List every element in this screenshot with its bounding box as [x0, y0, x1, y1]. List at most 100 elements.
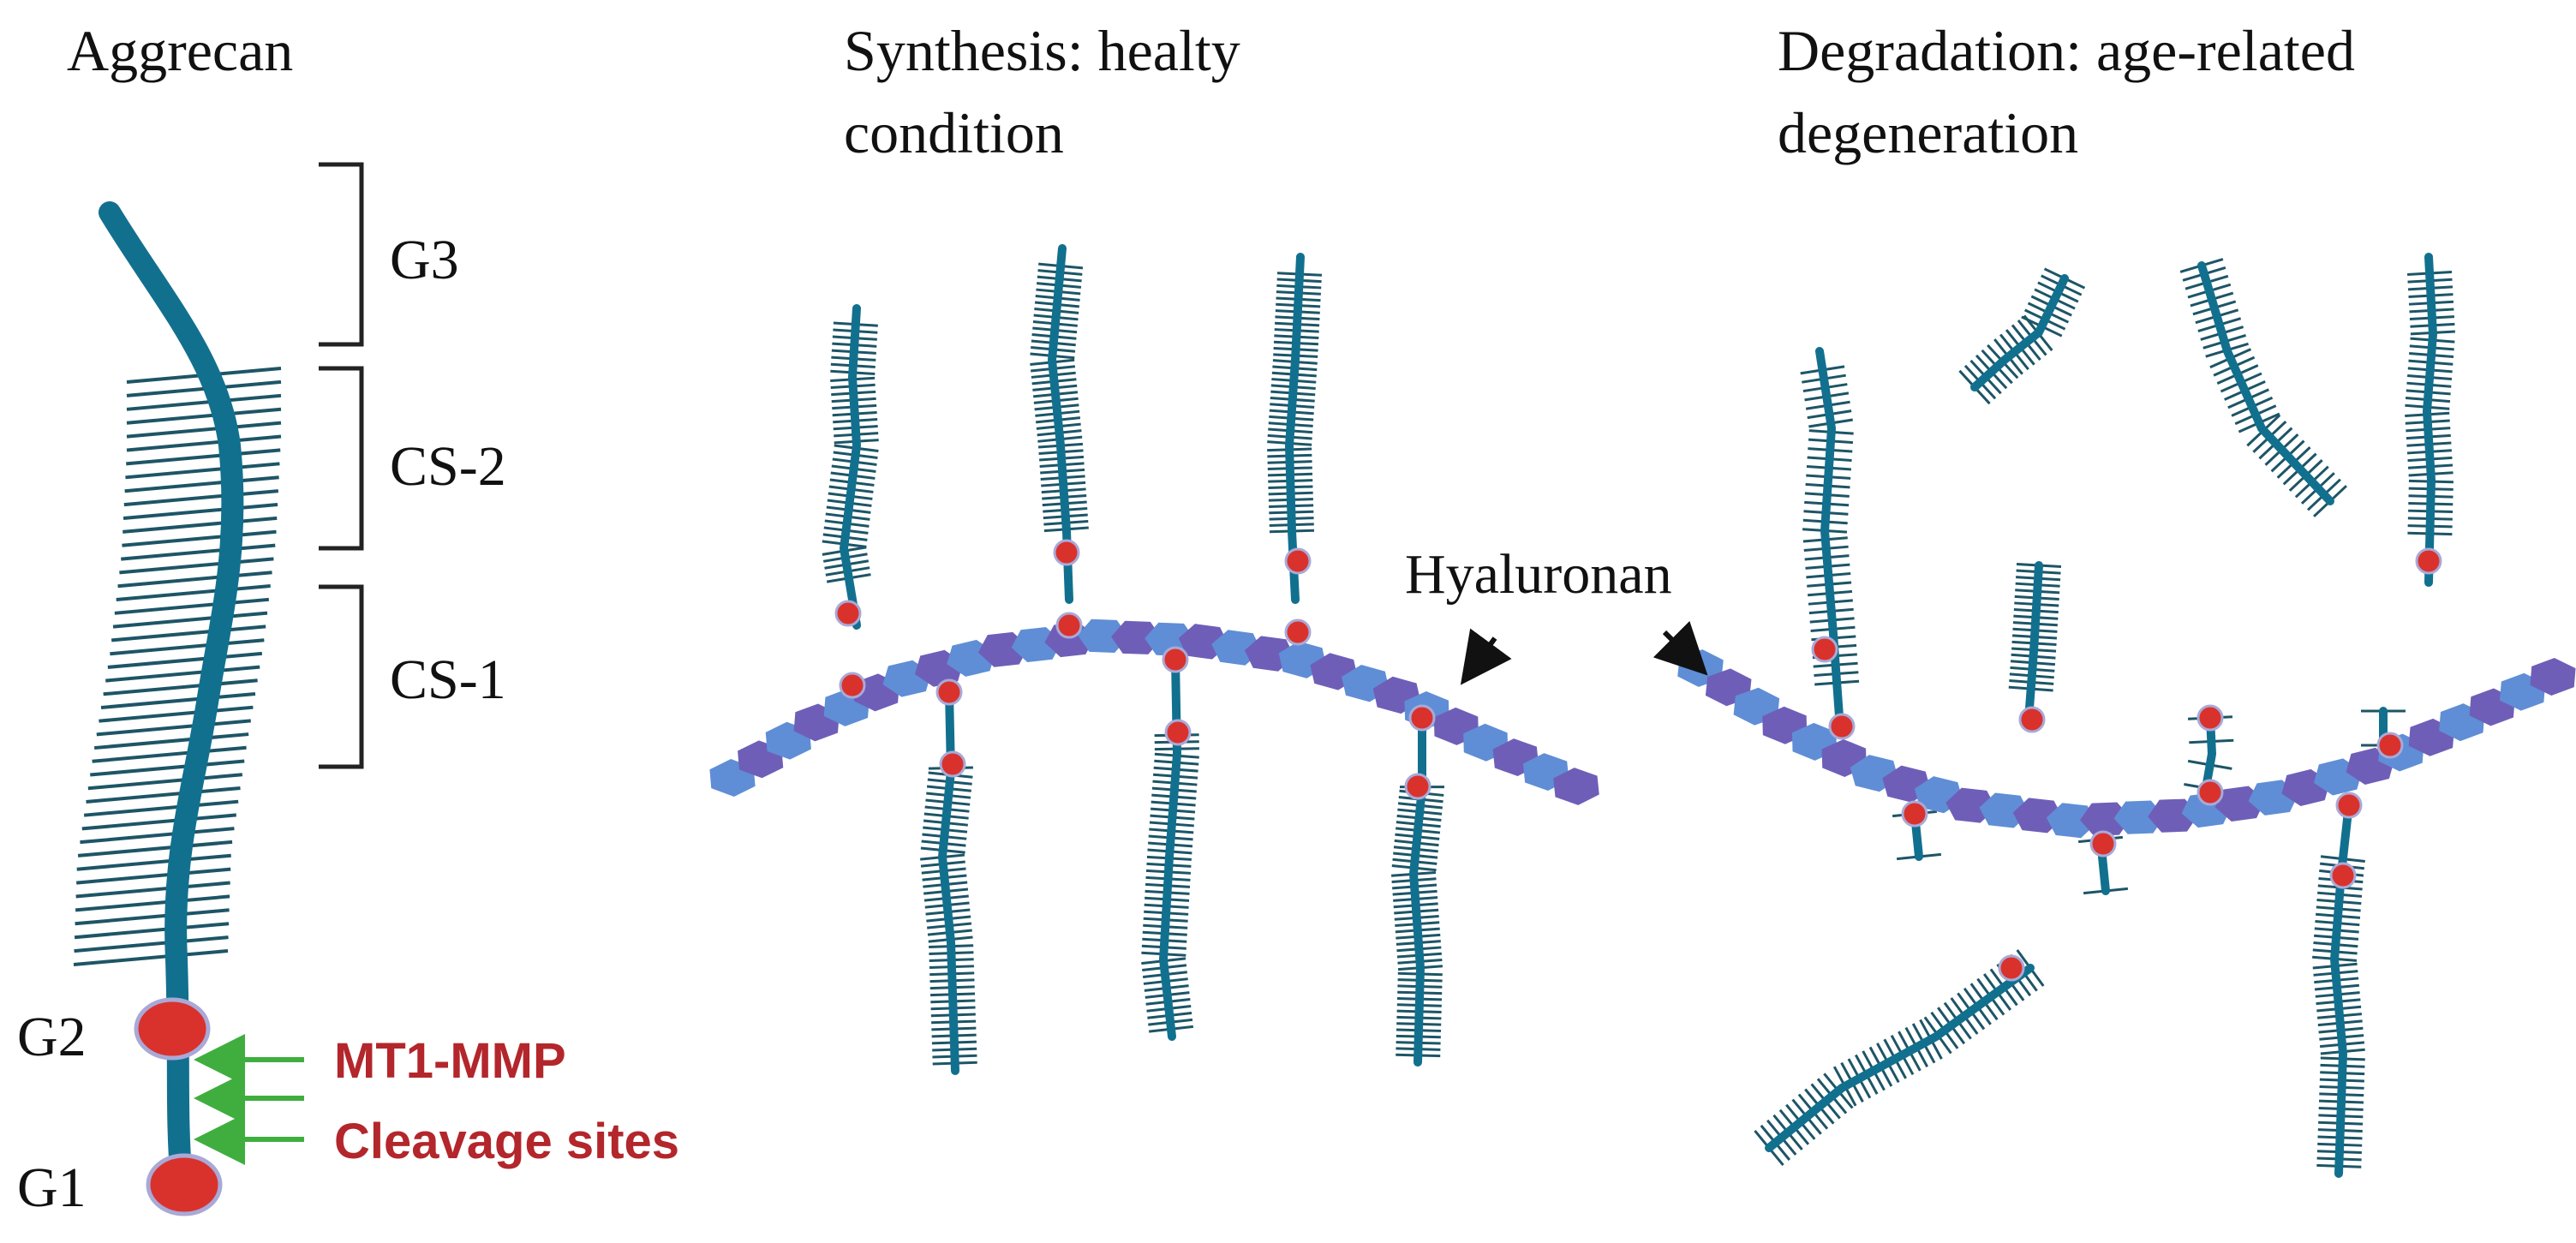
core-protein — [839, 304, 862, 630]
gag-chain — [123, 516, 278, 534]
g-domain — [939, 750, 966, 778]
gag-chain — [122, 529, 277, 547]
hyaluronan-unit — [2080, 802, 2131, 836]
g-domain — [834, 600, 862, 627]
synthesis-chain-up-1 — [822, 304, 879, 630]
synthesis-chain-down-2 — [1141, 655, 1199, 1041]
gag-chain — [90, 759, 245, 777]
degradation-aggregate — [1677, 253, 2576, 1178]
gag-chain — [86, 786, 241, 804]
gag-chain — [121, 543, 276, 561]
g-domain — [1284, 619, 1312, 646]
gag-chain — [111, 624, 266, 642]
cs2-bracket — [319, 366, 364, 551]
g-domain — [1828, 713, 1856, 740]
core-protein — [2329, 799, 2353, 1178]
gag-chain — [99, 705, 254, 723]
core-protein — [937, 688, 959, 1075]
gag-chain — [80, 827, 235, 845]
g-domain — [1408, 704, 1436, 732]
cs2-label: CS-2 — [390, 435, 506, 498]
gag-chain — [123, 489, 279, 507]
g1-domain — [146, 1153, 223, 1216]
hyaluronan-arrow-middle — [1460, 628, 1512, 685]
g2-label: G2 — [17, 1006, 87, 1068]
gag-chain — [74, 922, 230, 940]
hyaluronan-unit — [2530, 658, 2576, 696]
fragment-1 — [1958, 267, 2086, 405]
g2-domain — [134, 997, 211, 1061]
hyaluronan-label: Hyaluronan — [1405, 543, 1672, 606]
hyaluronan-chain — [1677, 649, 2576, 839]
degradation-title-line1: Degradation: age-related — [1778, 18, 2355, 83]
hyaluronan-unit — [2046, 803, 2097, 839]
g-domain — [2196, 779, 2224, 806]
g-domain — [2196, 704, 2224, 732]
core-protein — [1970, 274, 2069, 391]
gag-chain — [103, 678, 258, 696]
gag-chain — [75, 908, 230, 926]
g-domain — [1284, 547, 1312, 575]
synthesis-aggregate — [709, 244, 1599, 1075]
degradation-title-line2: degeneration — [1778, 100, 2078, 165]
synthesis-chain-down-3 — [1390, 714, 1444, 1067]
g-domain — [1811, 636, 1838, 663]
gag-chain — [126, 393, 282, 411]
g-domain — [2329, 862, 2357, 889]
g1-label: G1 — [17, 1156, 87, 1219]
core-protein — [1408, 714, 1426, 1067]
cs1-bracket — [319, 584, 364, 769]
gag-chain — [76, 853, 231, 871]
g-domain — [2415, 547, 2442, 575]
g-domain — [1998, 954, 2025, 982]
gag-side-chains — [73, 367, 282, 966]
gag-chain — [75, 894, 230, 912]
gag-chain — [83, 799, 239, 817]
g-domain — [1164, 719, 1192, 746]
gag-chain — [123, 502, 278, 520]
hyaluronan-unit — [1553, 768, 1599, 805]
synthesis-chain-down-1 — [920, 688, 977, 1075]
core-protein — [1815, 347, 1844, 732]
gag-chain — [107, 651, 263, 669]
hyaluronan-arrow-right — [1653, 620, 1708, 676]
hyaluronan-chain — [709, 619, 1599, 805]
gag-chain — [112, 611, 268, 629]
aggrecan-monomer — [73, 201, 282, 1216]
gag-chain — [76, 867, 231, 885]
gag-chain — [74, 935, 229, 953]
gag-chain — [110, 638, 265, 656]
g3-bracket — [319, 162, 364, 347]
fragment-4 — [1754, 949, 2045, 1167]
cleavage-label: Cleavage sites — [334, 1114, 679, 1169]
gag-chain — [87, 773, 243, 791]
gag-chain — [93, 732, 249, 750]
cs1-label: CS-1 — [390, 648, 506, 711]
degradation-chain-up-2 — [2008, 561, 2062, 724]
g-domain — [1162, 646, 1189, 673]
synthesis-chain-up-3 — [1267, 253, 1323, 604]
core-protein — [1765, 964, 2035, 1152]
g3-label: G3 — [390, 229, 459, 291]
aggrecan-title: Aggrecan — [67, 18, 293, 83]
g-domain — [2376, 732, 2404, 759]
g-domain — [2018, 706, 2046, 733]
gag-chain — [116, 584, 271, 601]
gag-chain — [105, 665, 260, 683]
g-domain — [1055, 612, 1083, 639]
fragment-3 — [2405, 253, 2455, 587]
synthesis-title-line2: condition — [844, 100, 1064, 165]
g-domain — [1053, 539, 1080, 566]
g-domain — [935, 678, 963, 706]
core-protein — [2422, 253, 2438, 587]
g-domain — [1404, 773, 1431, 800]
gag-chain — [119, 557, 274, 575]
cleavage-arrows — [194, 1034, 304, 1165]
gag-chain — [125, 462, 280, 480]
g-domain — [2335, 792, 2363, 819]
hyaluronan-unit — [1077, 619, 1129, 653]
gag-chain — [126, 448, 281, 466]
hyaluronan-unit — [2113, 800, 2165, 834]
g-domain — [1901, 800, 1928, 828]
